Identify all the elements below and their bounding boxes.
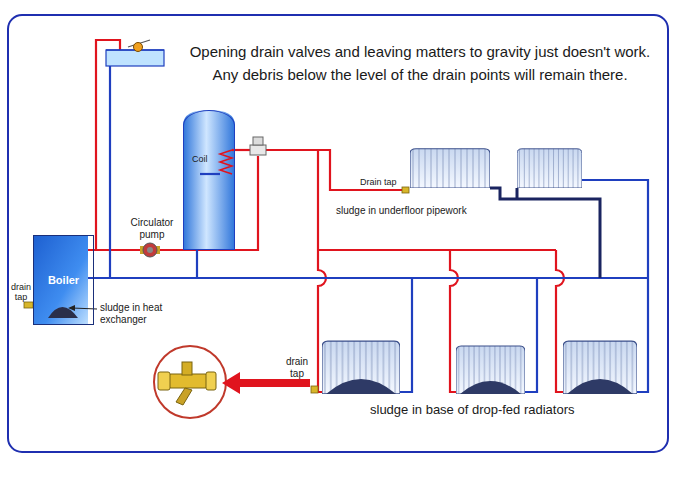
drain-tap-label: drain tap (284, 356, 310, 379)
sludge-note: sludge in underfloor pipework (336, 205, 467, 217)
red-flow-pipes (88, 40, 564, 392)
title: Opening drain valves and leaving matters… (176, 40, 664, 86)
drain-tap-label: Drain tap (360, 177, 397, 187)
feed-expansion-tank (106, 40, 164, 66)
three-port-valve (250, 137, 266, 155)
leader-arrowhead (68, 305, 75, 311)
return-pipe (94, 250, 197, 278)
node-label: Boiler (34, 274, 93, 286)
frame (8, 15, 668, 452)
node-label: Coil (192, 154, 234, 164)
coil (220, 150, 232, 174)
sludge-note: sludge in base of drop-fed radiators (370, 403, 575, 418)
circulator-pump (140, 243, 160, 257)
drain-valve-callout (154, 346, 310, 418)
cylinder-body (183, 110, 235, 250)
cylinder-box: Coil (183, 110, 235, 250)
sludge-note: sludge in heat exchanger (100, 302, 182, 325)
boiler-box: Boiler (33, 235, 94, 325)
underfloor-pipe (490, 188, 600, 278)
drain-tap-label: drain tap (10, 282, 32, 303)
radiators (322, 149, 637, 394)
pump-label: Circulator pump (122, 217, 182, 240)
